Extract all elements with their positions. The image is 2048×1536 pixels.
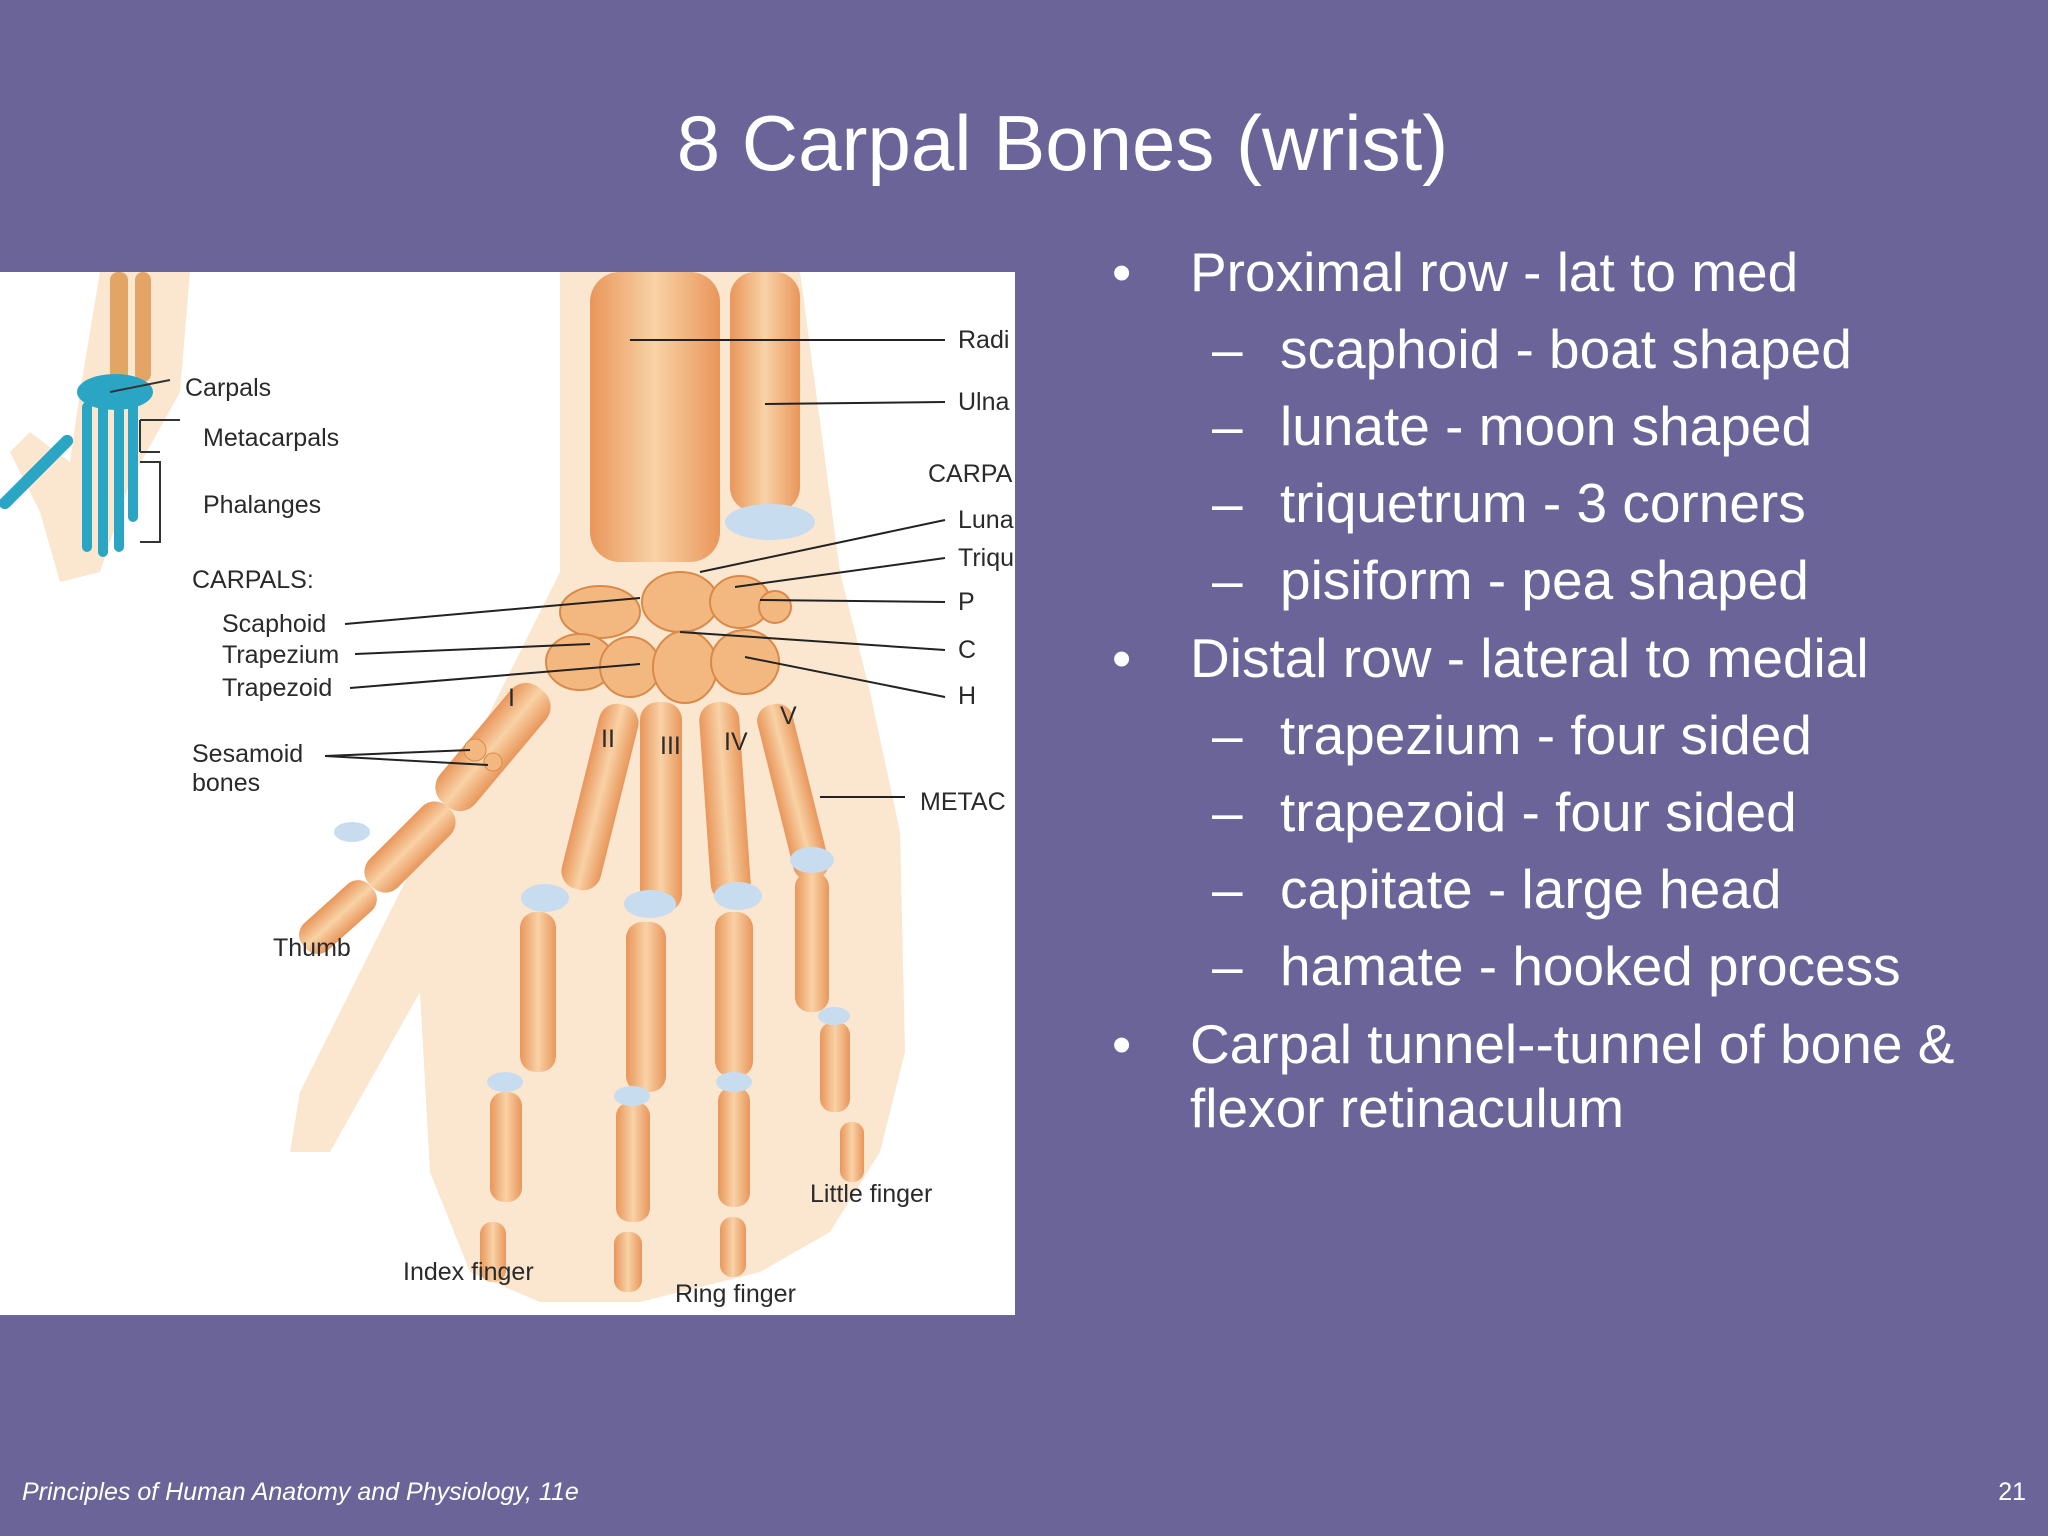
label-ulna: Ulna — [958, 388, 1010, 416]
bullet-marker: – — [1212, 858, 1243, 920]
bullet-marker: • — [1112, 241, 1132, 303]
bullet-marker: – — [1212, 704, 1243, 766]
sub-bullet-item: –capitate - large head — [1100, 857, 2020, 921]
bullet-marker: – — [1212, 781, 1243, 843]
sub-bullet-item: –trapezium - four sided — [1100, 703, 2020, 767]
sub-bullet-item: –pisiform - pea shaped — [1100, 548, 2020, 612]
bullet-marker: – — [1212, 935, 1243, 997]
label-carpals-right: CARPA — [928, 460, 1013, 488]
numeral-3: III — [660, 732, 681, 760]
numeral-2: II — [601, 725, 615, 753]
bullet-marker: • — [1112, 627, 1132, 689]
bullet-marker: – — [1212, 549, 1243, 611]
hand-anatomy-figure: Carpals Metacarpals Phalanges CARPALS: S… — [0, 272, 1015, 1315]
label-sesamoid-2: bones — [192, 769, 261, 797]
label-scaphoid: Scaphoid — [222, 610, 327, 638]
bullet-text: Distal row - lateral to medial — [1190, 627, 1869, 689]
bullet-text: hamate - hooked process — [1280, 935, 1901, 997]
inset-hand — [0, 272, 190, 582]
bullet-text: scaphoid - boat shaped — [1280, 318, 1852, 380]
bullet-marker: – — [1212, 318, 1243, 380]
bullet-item: • Proximal row - lat to med — [1100, 240, 2020, 304]
label-hamate: H — [958, 682, 977, 710]
label-capitate: C — [958, 636, 977, 664]
bullet-text: pisiform - pea shaped — [1280, 549, 1809, 611]
bullet-text: lunate - moon shaped — [1280, 395, 1813, 457]
ulna-bone — [730, 272, 800, 512]
label-trapezium: Trapezium — [222, 641, 340, 669]
bullet-text: trapezoid - four sided — [1280, 781, 1797, 843]
bullet-list: •Proximal row - lat to med–scaphoid - bo… — [1100, 240, 2020, 1140]
sub-bullet-item: –lunate - moon shaped — [1100, 394, 2020, 458]
bullet-text: trapezium - four sided — [1280, 704, 1812, 766]
numeral-4: IV — [724, 728, 748, 756]
sub-bullet-item: –hamate - hooked process — [1100, 934, 2020, 998]
bullet-item: • Distal row - lateral to medial — [1100, 626, 2020, 690]
label-inset-phalanges: Phalanges — [203, 491, 322, 519]
bullet-text: Proximal row - lat to med — [1190, 241, 1799, 303]
label-radius: Radi — [958, 326, 1010, 354]
sesamoid-2 — [483, 752, 503, 772]
hand-bones-illustration — [0, 272, 946, 1302]
label-index-finger: Index finger — [403, 1258, 534, 1286]
joint-cartilage — [334, 822, 850, 1106]
label-little-finger: Little finger — [810, 1180, 933, 1208]
carpal-bones — [545, 571, 792, 704]
label-lunate: Luna — [958, 506, 1014, 534]
label-carpals-heading: CARPALS: — [192, 566, 314, 594]
bullet-item: • Carpal tunnel--tunnel of bone & flexor … — [1100, 1012, 2020, 1140]
thumb-bones — [299, 682, 551, 954]
sub-bullet-item: –triquetrum - 3 corners — [1100, 471, 2020, 535]
label-pisiform: P — [958, 588, 975, 616]
ulna-cartilage — [725, 504, 815, 540]
label-inset-metacarpals: Metacarpals — [203, 424, 340, 452]
bullet-marker: – — [1212, 395, 1243, 457]
numeral-5: V — [780, 702, 797, 730]
page-number: 21 — [1998, 1478, 2026, 1506]
label-triquetrum: Triqu — [958, 544, 1015, 572]
bullet-text: capitate - large head — [1280, 858, 1782, 920]
slide-title: 8 Carpal Bones (wrist) — [676, 99, 1449, 187]
numeral-1: I — [508, 684, 515, 712]
label-metacarpals-right: METAC — [920, 788, 1006, 816]
finger-bones — [480, 702, 864, 1292]
bullet-text: triquetrum - 3 corners — [1280, 472, 1806, 534]
label-inset-carpals: Carpals — [185, 374, 272, 402]
sub-bullet-item: –trapezoid - four sided — [1100, 780, 2020, 844]
bullet-marker: • — [1112, 1013, 1132, 1075]
label-ring-finger: Ring finger — [675, 1280, 796, 1308]
label-thumb: Thumb — [273, 934, 351, 962]
radius-bone — [590, 272, 720, 562]
bullet-text: Carpal tunnel--tunnel of bone & flexor r… — [1190, 1013, 1955, 1139]
label-trapezoid: Trapezoid — [222, 674, 333, 702]
bullet-marker: – — [1212, 472, 1243, 534]
label-sesamoid-1: Sesamoid — [192, 740, 304, 768]
sub-bullet-item: –scaphoid - boat shaped — [1100, 317, 2020, 381]
footer-source: Principles of Human Anatomy and Physiolo… — [22, 1478, 579, 1506]
